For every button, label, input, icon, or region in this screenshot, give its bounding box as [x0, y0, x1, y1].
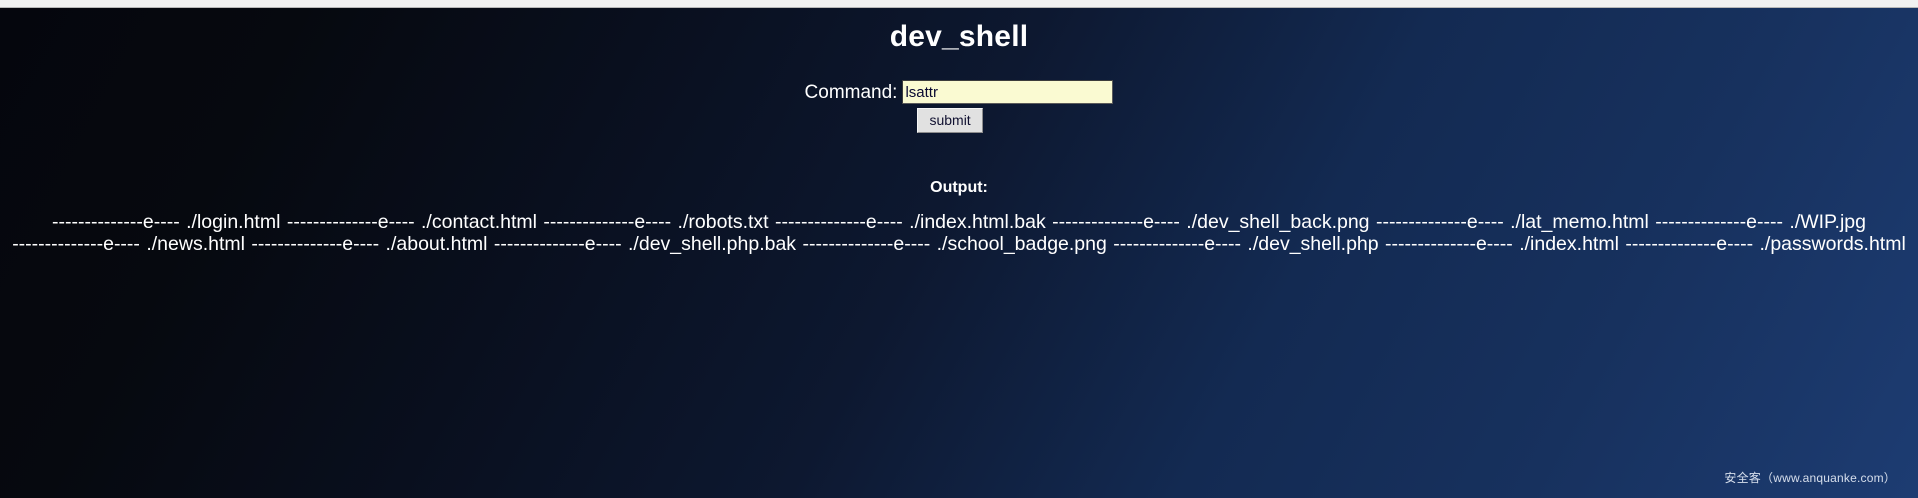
- output-entry-path: ./about.html: [379, 233, 488, 255]
- output-entry-attrs: --------------e----: [775, 211, 903, 233]
- output-entry-attrs: --------------e----: [543, 211, 672, 233]
- output-entry: --------------e---- ./index.html.bak: [775, 211, 1046, 233]
- output-entry: --------------e---- ./news.html: [12, 233, 245, 255]
- output-entry-attrs: --------------e----: [1385, 233, 1513, 255]
- output-entry: --------------e---- ./dev_shell.php.bak: [494, 233, 796, 255]
- output-entry-path: ./robots.txt: [671, 211, 769, 233]
- output-entry-attrs: --------------e----: [12, 233, 140, 255]
- output-entry-path: ./dev_shell.php: [1241, 233, 1379, 255]
- output-entry: --------------e---- ./about.html: [251, 233, 487, 255]
- output-entry-path: ./dev_shell_back.png: [1179, 211, 1370, 233]
- page-root: dev_shell Command: submit Output: ------…: [0, 8, 1918, 498]
- command-input[interactable]: [902, 80, 1114, 104]
- output-entry-attrs: --------------e----: [1375, 211, 1504, 233]
- output-entry-path: ./news.html: [139, 233, 245, 255]
- output-entry-attrs: --------------e----: [286, 211, 415, 233]
- output-heading: Output:: [930, 179, 988, 196]
- output-body: --------------e---- ./login.html -------…: [0, 197, 1918, 255]
- output-entry-path: ./school_badge.png: [930, 233, 1107, 255]
- output-entry-attrs: --------------e----: [1113, 233, 1242, 255]
- output-entry: --------------e---- ./WIP.jpg: [1655, 211, 1866, 233]
- output-entry-attrs: --------------e----: [1052, 211, 1180, 233]
- output-entry-attrs: --------------e----: [1625, 233, 1754, 255]
- output-entry-path: ./lat_memo.html: [1503, 211, 1649, 233]
- output-entry: --------------e---- ./index.html: [1385, 233, 1619, 255]
- output-entry: --------------e---- ./dev_shell_back.png: [1052, 211, 1369, 233]
- command-form: Command: submit: [0, 80, 1918, 133]
- form-fields: submit: [902, 80, 1114, 133]
- output-entry-attrs: --------------e----: [1655, 211, 1783, 233]
- output-entry: --------------e---- ./school_badge.png: [802, 233, 1106, 255]
- command-label: Command:: [804, 82, 898, 103]
- output-entry-path: ./contact.html: [414, 211, 537, 233]
- output-entry-attrs: --------------e----: [251, 233, 380, 255]
- output-entry: --------------e---- ./robots.txt: [543, 211, 768, 233]
- output-entry-path: ./index.html.bak: [902, 211, 1046, 233]
- output-entry: --------------e---- ./contact.html: [287, 211, 537, 233]
- output-entry: --------------e---- ./dev_shell.php: [1113, 233, 1378, 255]
- output-entry-path: ./login.html: [179, 211, 281, 233]
- output-entry-path: ./WIP.jpg: [1782, 211, 1866, 233]
- watermark: 安全客（www.anquanke.com）: [1724, 471, 1896, 485]
- output-entry: --------------e---- ./login.html: [52, 211, 280, 233]
- output-entry-path: ./passwords.html: [1753, 233, 1906, 255]
- output-entry-path: ./dev_shell.php.bak: [621, 233, 797, 255]
- browser-chrome-strip: [0, 0, 1918, 8]
- output-entry: --------------e---- ./passwords.html: [1625, 233, 1905, 255]
- page-title: dev_shell: [889, 20, 1029, 53]
- submit-button[interactable]: submit: [917, 108, 983, 133]
- output-entry-attrs: --------------e----: [493, 233, 622, 255]
- output-entry-attrs: --------------e----: [802, 233, 931, 255]
- output-entry: --------------e---- ./lat_memo.html: [1376, 211, 1649, 233]
- output-entry-attrs: --------------e----: [51, 211, 180, 233]
- output-entry-path: ./index.html: [1512, 233, 1619, 255]
